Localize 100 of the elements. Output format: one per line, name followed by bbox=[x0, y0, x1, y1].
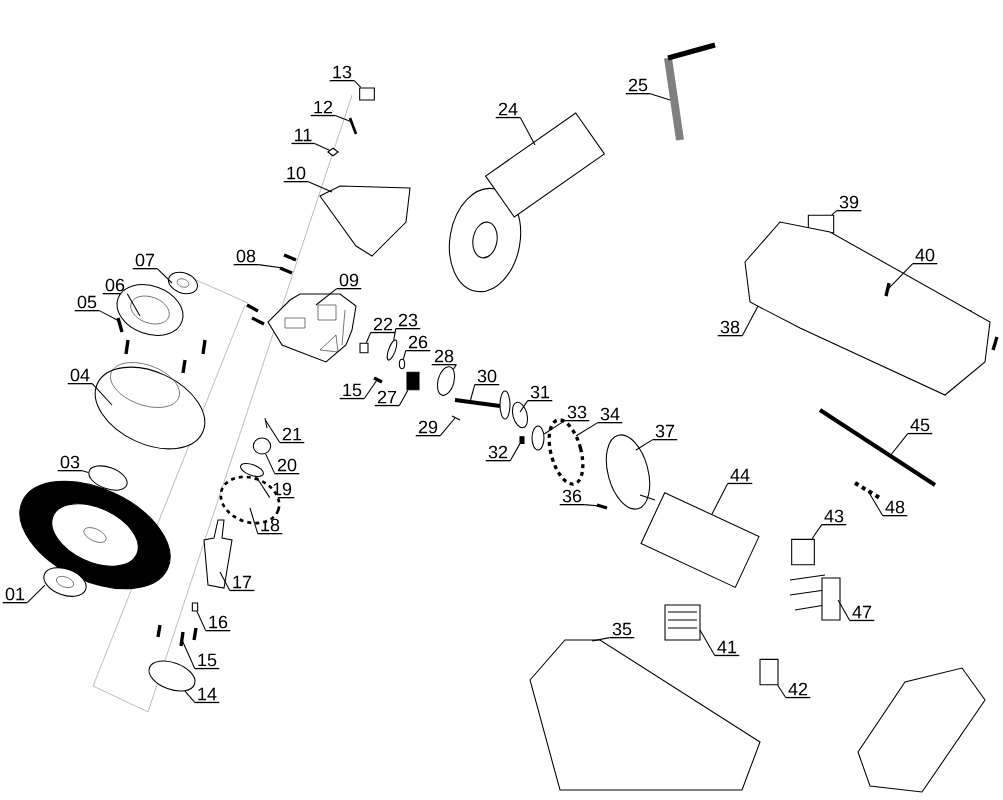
leader-line bbox=[398, 389, 409, 407]
leader-line bbox=[837, 599, 851, 621]
sleeve bbox=[359, 342, 369, 354]
callout-number: 27 bbox=[374, 390, 400, 407]
callout-number: 04 bbox=[67, 368, 93, 385]
leader-line bbox=[314, 142, 330, 151]
callout-number: 22 bbox=[370, 317, 396, 334]
leader-line bbox=[257, 264, 284, 269]
pin-picture bbox=[264, 417, 268, 429]
callout-number: 30 bbox=[474, 369, 500, 386]
spring-picture bbox=[348, 117, 358, 135]
gear-housing-picture bbox=[267, 293, 357, 363]
switch bbox=[791, 538, 815, 566]
callout-number: 40 bbox=[912, 248, 938, 265]
callout-number: 17 bbox=[229, 575, 255, 592]
leader-line bbox=[91, 383, 113, 406]
callout-number: 06 bbox=[102, 278, 128, 295]
spindle-picture bbox=[203, 519, 233, 589]
leader-line bbox=[365, 332, 372, 344]
leader-line bbox=[711, 482, 729, 515]
leader-line bbox=[156, 268, 173, 284]
pinion-gear bbox=[406, 371, 420, 391]
callout-number: 39 bbox=[836, 195, 862, 212]
leader-line bbox=[181, 639, 196, 670]
callout-number: 32 bbox=[485, 445, 511, 462]
leader-line bbox=[439, 417, 456, 437]
screw bbox=[596, 503, 608, 510]
fan-picture bbox=[547, 418, 585, 486]
housing-half-picture bbox=[744, 221, 991, 396]
leader-line bbox=[543, 420, 566, 435]
callout-number: 15 bbox=[339, 383, 365, 400]
callout-number: 14 bbox=[194, 687, 220, 704]
connector bbox=[759, 658, 779, 686]
callout-number: 38 bbox=[717, 320, 743, 337]
callout-number: 47 bbox=[849, 605, 875, 622]
leader-line bbox=[196, 611, 207, 632]
leader-line bbox=[635, 439, 654, 451]
screw bbox=[116, 317, 124, 333]
leader-line bbox=[219, 571, 231, 591]
leader-line bbox=[509, 443, 521, 462]
callout-number: 01 bbox=[2, 587, 28, 604]
cover-plate bbox=[148, 660, 196, 692]
leader-line bbox=[649, 93, 671, 101]
terminal-block-picture bbox=[789, 574, 841, 621]
leader-line bbox=[741, 305, 759, 337]
leader-line bbox=[249, 507, 259, 535]
leader-line bbox=[452, 364, 457, 370]
leader-line bbox=[519, 117, 536, 146]
leader-line bbox=[315, 288, 338, 306]
switch-rod-picture bbox=[818, 408, 937, 487]
leader-line bbox=[811, 524, 823, 540]
callout-number: 44 bbox=[727, 468, 753, 485]
callout-number: 05 bbox=[74, 295, 100, 312]
ring bbox=[386, 339, 398, 361]
leader-line bbox=[98, 310, 120, 322]
callout-number: 48 bbox=[882, 500, 908, 517]
leader-line bbox=[699, 629, 716, 656]
callout-number: 15 bbox=[194, 653, 220, 670]
wrench-picture bbox=[664, 42, 716, 141]
callout-number: 37 bbox=[652, 424, 678, 441]
callout-number: 34 bbox=[597, 407, 623, 424]
leader-line bbox=[583, 504, 601, 507]
callout-number: 31 bbox=[527, 385, 553, 402]
leader-line bbox=[265, 453, 276, 475]
leader-line bbox=[519, 400, 529, 413]
housing-half-picture bbox=[529, 639, 761, 791]
callout-number: 35 bbox=[609, 622, 635, 639]
callout-number: 08 bbox=[233, 249, 259, 266]
nut-picture bbox=[43, 567, 87, 597]
washer bbox=[240, 463, 264, 477]
screw bbox=[519, 436, 525, 444]
callout-number: 41 bbox=[714, 640, 740, 657]
leader-line bbox=[887, 263, 914, 290]
guard-picture bbox=[94, 362, 206, 450]
bearing-picture bbox=[167, 271, 199, 295]
leader-line bbox=[26, 584, 46, 604]
leader-line bbox=[81, 470, 89, 473]
leader-line bbox=[307, 181, 333, 193]
callout-number: 33 bbox=[564, 405, 590, 422]
callout-number: 25 bbox=[625, 78, 651, 95]
callout-number: 43 bbox=[821, 509, 847, 526]
callout-number: 09 bbox=[336, 273, 362, 290]
leader-line bbox=[469, 384, 476, 403]
leader-line bbox=[393, 328, 397, 341]
leader-line bbox=[402, 350, 407, 360]
front-cover-picture bbox=[319, 185, 411, 257]
leader-line bbox=[265, 420, 281, 444]
callout-number: 28 bbox=[431, 349, 457, 366]
screw bbox=[279, 266, 293, 275]
callout-number: 23 bbox=[395, 313, 421, 330]
lock-button bbox=[359, 87, 375, 101]
callout-number: 26 bbox=[405, 335, 431, 352]
leader-line bbox=[353, 80, 362, 88]
screw bbox=[179, 631, 185, 647]
coil-picture bbox=[664, 604, 701, 641]
key bbox=[191, 602, 199, 612]
leader-line bbox=[575, 422, 599, 437]
leader-line bbox=[126, 293, 141, 317]
leader-line bbox=[777, 684, 787, 699]
callout-number: 11 bbox=[290, 128, 316, 145]
